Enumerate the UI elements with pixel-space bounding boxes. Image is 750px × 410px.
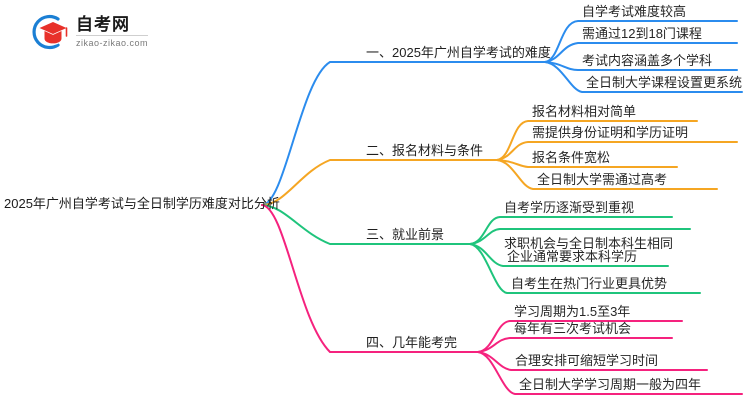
- site-logo: 自考网 zikao-zikao.com: [28, 10, 178, 54]
- branch-4-wire: [261, 204, 743, 395]
- leaf-label-4-2[interactable]: 每年有三次考试机会: [514, 321, 632, 336]
- leaf-label-2-4[interactable]: 全日制大学需通过高考: [537, 172, 668, 187]
- leaf-label-3-3[interactable]: 企业通常要求本科学历: [507, 249, 638, 264]
- leaf-label-3-4[interactable]: 自考生在热门行业更具优势: [511, 276, 668, 291]
- logo-text-block: 自考网 zikao-zikao.com: [76, 16, 149, 48]
- mindmap-root-title: 2025年广州自学考试与全日制学历难度对比分析: [4, 196, 280, 211]
- leaf-label-2-3[interactable]: 报名条件宽松: [532, 150, 611, 165]
- branch-label-1[interactable]: 一、2025年广州自学考试的难度: [366, 45, 551, 60]
- leaf-label-1-4[interactable]: 全日制大学课程设置更系统: [586, 75, 743, 90]
- leaf-label-2-2[interactable]: 需提供身份证明和学历证明: [532, 125, 689, 140]
- leaf-label-2-1[interactable]: 报名材料相对简单: [532, 104, 637, 119]
- leaf-label-4-3[interactable]: 合理安排可缩短学习时间: [515, 353, 659, 368]
- branch-label-3[interactable]: 三、就业前景: [366, 227, 445, 242]
- leaf-label-4-4[interactable]: 全日制大学学习周期一般为四年: [519, 377, 702, 392]
- leaf-label-1-2[interactable]: 需通过12到18门课程: [582, 26, 702, 41]
- logo-title: 自考网: [76, 16, 149, 36]
- leaf-label-1-3[interactable]: 考试内容涵盖多个学科: [582, 53, 713, 68]
- branch-label-2[interactable]: 二、报名材料与条件: [366, 143, 484, 158]
- graduation-cap-in-c-arc-icon: [28, 12, 72, 52]
- logo-url: zikao-zikao.com: [76, 38, 149, 48]
- leaf-label-3-2[interactable]: 求职机会与全日制本科生相同: [504, 236, 674, 251]
- leaf-label-4-1[interactable]: 学习周期为1.5至3年: [514, 304, 631, 319]
- leaf-label-1-1[interactable]: 自学考试难度较高: [582, 4, 687, 19]
- leaf-label-3-1[interactable]: 自考学历逐渐受到重视: [504, 200, 635, 215]
- branch-label-4[interactable]: 四、几年能考完: [366, 335, 458, 350]
